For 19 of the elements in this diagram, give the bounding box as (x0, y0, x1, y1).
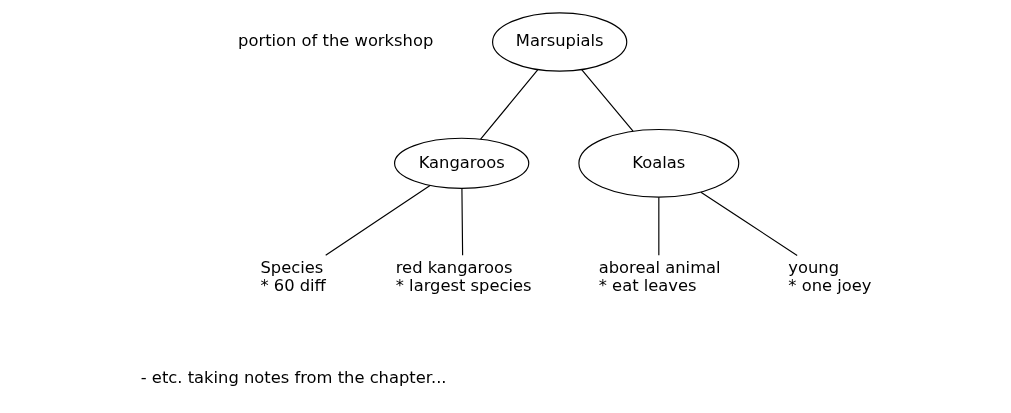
node-label: * one joey (787, 275, 872, 295)
label: - etc. taking notes from the chapter... (140, 368, 447, 388)
label: portion of the workshop (237, 31, 433, 51)
node-ellipse: Koalas (577, 128, 739, 198)
connector (580, 69, 634, 132)
node-text: Species (259, 258, 323, 278)
connector (460, 188, 463, 256)
node-ellipse: Marsupials (491, 12, 627, 72)
connector (479, 69, 538, 140)
node-label: * eat leaves (598, 275, 697, 295)
connector (699, 191, 798, 257)
node-label: * 60 diff (259, 275, 326, 295)
node-ellipse: Kangaroos (393, 137, 529, 189)
node-text: aboreal animal (598, 258, 721, 278)
node-label: * largest species (395, 275, 532, 295)
connector (324, 185, 431, 256)
node-text: young (787, 258, 839, 278)
connector (657, 196, 659, 256)
node-text: red kangaroos (395, 258, 512, 278)
